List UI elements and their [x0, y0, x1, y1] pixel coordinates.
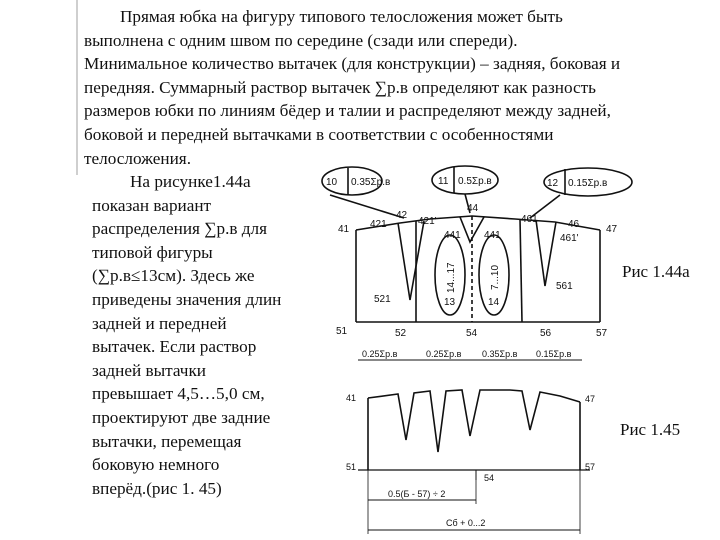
point-label: 41 — [346, 393, 356, 403]
figure-1-45-labels: 0.25Σр.в 0.25Σр.в 0.35Σр.в 0.15Σр.в 41 4… — [346, 349, 595, 528]
callout-formula: 0.35Σр.в — [351, 177, 390, 188]
point-label: 421' — [418, 216, 437, 227]
point-label: 52 — [395, 328, 407, 339]
text-line: боковой и передней вытачками в соответст… — [84, 124, 554, 144]
point-label: 54 — [484, 473, 494, 483]
text-line: приведены значения длин — [92, 289, 282, 309]
callout-leader — [464, 193, 471, 214]
text-line: вытачки, перемещая — [92, 431, 242, 451]
point-label: 51 — [346, 462, 356, 472]
point-label: 41 — [338, 224, 350, 235]
dart-length-label: 7...10 — [490, 265, 501, 290]
text-line: На рисунке1.44а — [130, 172, 251, 191]
text-line: размеров юбки по линиям бёдер и талии и … — [84, 101, 611, 121]
callout-formula: 0.5Σр.в — [458, 176, 492, 187]
callout-number: 10 — [326, 177, 338, 188]
point-label: 57 — [585, 462, 595, 472]
dart-value-label: 0.25Σр.в — [362, 349, 398, 359]
intro-paragraph: Прямая юбка на фигуру типового телосложе… — [84, 5, 714, 170]
point-label: 561 — [556, 281, 573, 292]
dart-length-ellipse — [434, 234, 466, 316]
figure-description: На рисунке1.44а показан вариант распреде… — [92, 170, 322, 500]
dart-value-label: 0.35Σр.в — [482, 349, 518, 359]
caption-fig-1-45: Рис 1.45 — [620, 420, 681, 439]
point-label: 57 — [596, 328, 608, 339]
text-line: превышает 4,5…5,0 см, — [92, 384, 265, 404]
callout-ellipse — [321, 166, 383, 196]
point-label: 44 — [467, 203, 479, 214]
point-label: 46 — [568, 219, 580, 230]
text-line: проектируют две задние — [92, 407, 271, 427]
point-label: 54 — [466, 328, 478, 339]
callout-formula: 0.15Σр.в — [568, 178, 607, 189]
caption-fig-1-44a: Рис 1.44а — [622, 262, 690, 281]
text-line: Прямая юбка на фигуру типового телосложе… — [120, 7, 563, 26]
point-label: 42 — [396, 210, 408, 221]
callout-leader — [329, 194, 405, 219]
text-line: показан вариант — [92, 195, 212, 215]
dart-length-label: 14...17 — [446, 262, 457, 293]
point-label: 461 — [521, 214, 538, 225]
text-line: вытачек. Если раствор — [92, 337, 257, 357]
dart-value-label: 0.15Σр.в — [536, 349, 572, 359]
point-label: 14 — [488, 297, 500, 308]
text-line: телосложения. — [84, 148, 191, 168]
figure-1-45 — [358, 359, 590, 534]
callout-ellipse — [543, 167, 633, 197]
text-line: боковую немного — [92, 455, 220, 475]
point-label: 13 — [444, 297, 456, 308]
point-label: 441 — [484, 230, 501, 241]
text-line: задней вытачки — [92, 360, 207, 380]
text-line: Минимальное количество вытачек (для конс… — [84, 54, 621, 74]
dim-label: 0.5(Б - 57) ÷ 2 — [388, 489, 445, 499]
text-line: передняя. Суммарный раствор вытачек ∑р.в… — [84, 77, 596, 97]
point-label: 521 — [374, 294, 391, 305]
side-seam-right — [519, 218, 523, 323]
front-dart — [535, 219, 557, 287]
text-line: выполнена с одним швом по середине (сзад… — [84, 30, 518, 50]
callout-number: 11 — [438, 176, 449, 187]
side-dart — [459, 216, 485, 244]
dart-value-label: 0.25Σр.в — [426, 349, 462, 359]
text-line: (∑р.в≤13см). Здесь же — [92, 266, 255, 286]
text-line: типовой фигуры — [92, 242, 213, 262]
waist-with-darts — [367, 389, 581, 453]
text-line: задней и передней — [92, 313, 227, 333]
dart-length-ellipse — [478, 234, 510, 316]
point-label: 47 — [606, 224, 618, 235]
callout-number: 12 — [547, 178, 559, 189]
left-rule — [76, 0, 78, 175]
point-label: 461' — [560, 233, 579, 244]
point-label: 47 — [585, 394, 595, 404]
point-label: 56 — [540, 328, 552, 339]
point-label: 441 — [444, 230, 461, 241]
point-label: 51 — [336, 326, 348, 337]
text-line: распределения ∑р.в для — [92, 219, 268, 239]
text-line: вперёд.(рис 1. 45) — [92, 478, 222, 498]
back-dart — [397, 220, 425, 301]
callout-leader — [529, 194, 561, 219]
figure-1-44a-labels: 10 0.35Σр.в 11 0.5Σр.в 12 0.15Σр.в 41 42… — [326, 176, 618, 339]
figure-1-44a — [321, 165, 633, 323]
dim-label: Сб + 0...2 — [446, 518, 485, 528]
point-label: 421 — [370, 219, 387, 230]
